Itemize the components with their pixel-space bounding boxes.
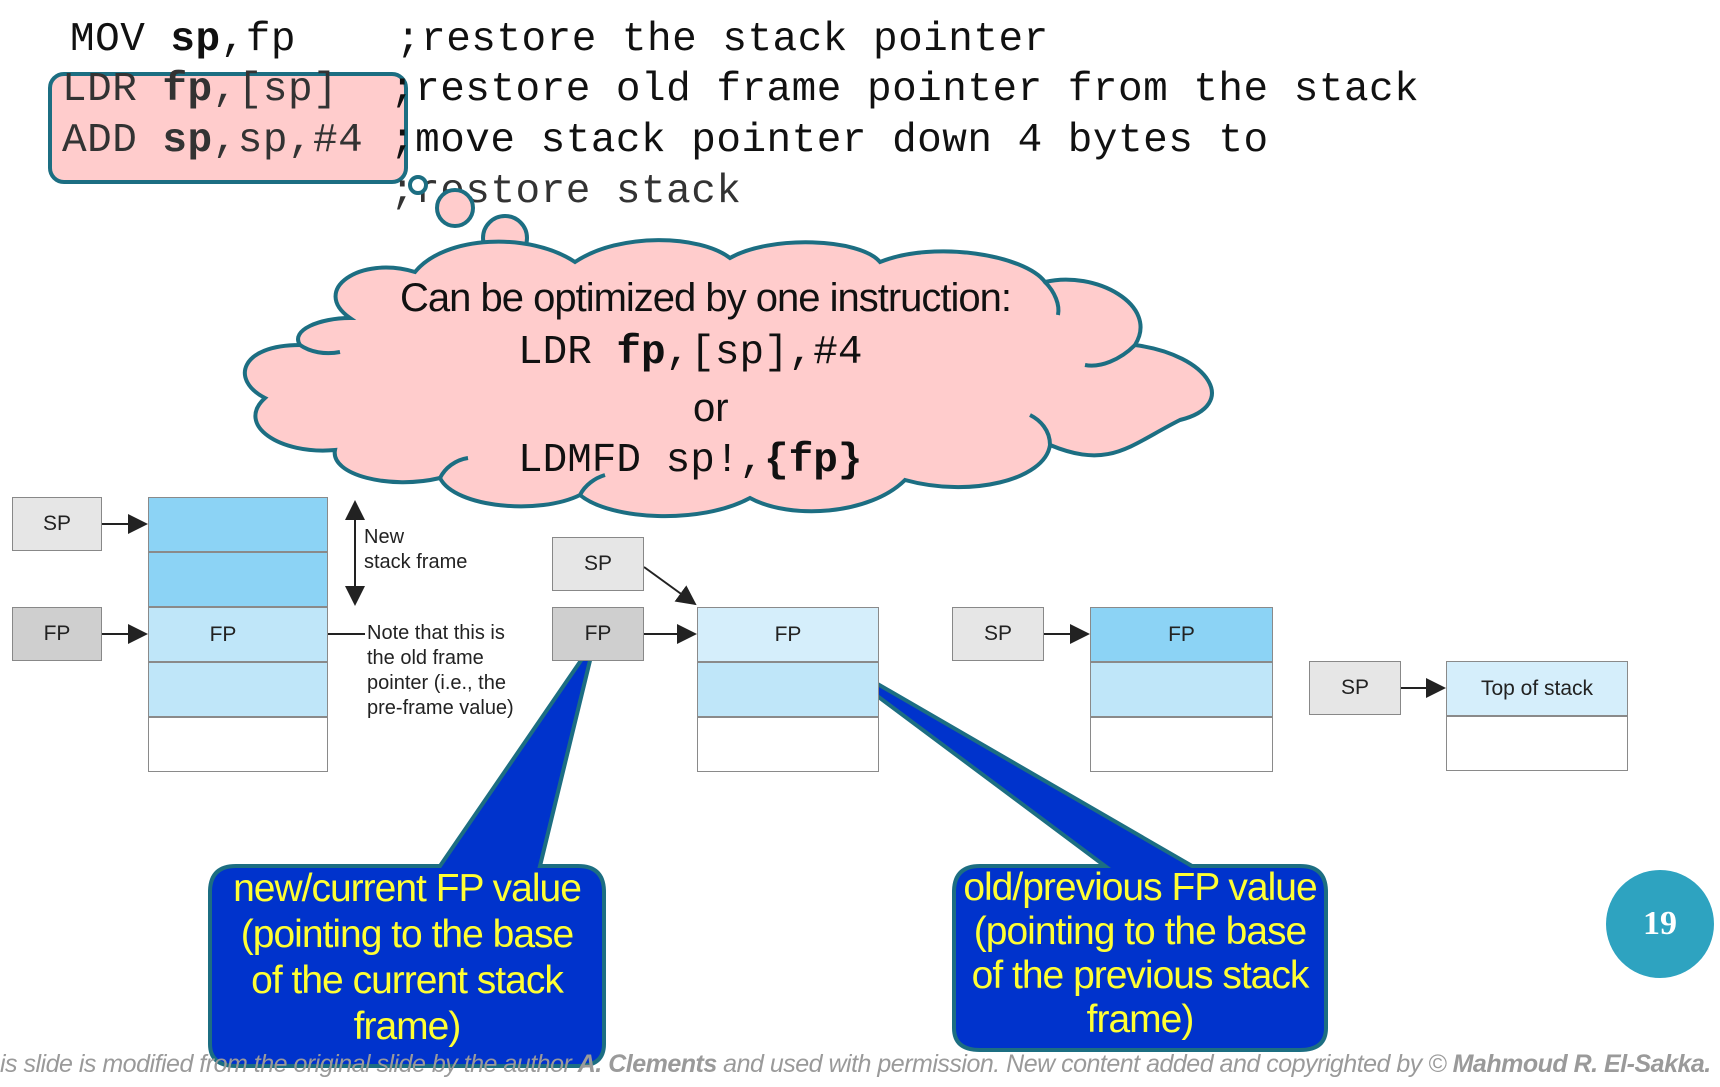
code-line-1: MOV sp,fp — [70, 17, 296, 63]
sp-register-3: SP — [952, 607, 1044, 661]
code-comment-1: ;restore the stack pointer — [396, 17, 1049, 63]
stack-cell — [1446, 716, 1628, 771]
stack-cell-fp: FP — [148, 607, 328, 662]
footer-credit: is slide is modified from the original s… — [0, 1050, 1711, 1078]
stack-cell — [148, 717, 328, 772]
old-fp-note: Note that this is the old frame pointer … — [367, 622, 514, 719]
cloud-shape — [243, 238, 1214, 519]
stack-cell-fp: FP — [697, 607, 879, 662]
stack-cell — [697, 717, 879, 772]
top-of-stack-cell: Top of stack — [1446, 661, 1628, 716]
stack-cell — [1090, 717, 1273, 772]
page-number-badge: 19 — [1606, 870, 1714, 978]
cloud-title: Can be optimized by one instruction: — [400, 276, 1012, 320]
stack-cell-fp: FP — [1090, 607, 1273, 662]
code-comment-2: ;restore old frame pointer from the stac… — [390, 67, 1420, 113]
callout-left-text: new/current FP value (pointing to the ba… — [233, 867, 582, 1048]
fp-register-1: FP — [12, 607, 102, 661]
sp-arrow-2 — [643, 566, 697, 606]
thought-bubble-small — [408, 175, 428, 195]
cloud-option-2: LDMFD sp!,{fp} — [518, 438, 863, 484]
stack-cell — [148, 552, 328, 607]
code-line-2: LDR fp,[sp] — [62, 67, 339, 113]
sp-register-4: SP — [1309, 661, 1401, 715]
sp-register-2: SP — [552, 537, 644, 591]
callout-left-shape — [208, 638, 606, 1068]
thought-bubble-medium — [435, 188, 475, 228]
stack-cell — [148, 497, 328, 552]
cloud-option-1: LDR fp,[sp],#4 — [518, 330, 863, 376]
stack-cell — [148, 662, 328, 717]
code-comment-3: ;move stack pointer down 4 bytes to — [390, 118, 1269, 164]
new-frame-label: New stack frame — [364, 526, 468, 573]
stack-cell — [1090, 662, 1273, 717]
callout-right-text: old/previous FP value (pointing to the b… — [963, 866, 1317, 1041]
cloud-or: or — [693, 386, 729, 430]
code-highlight-box — [48, 72, 408, 184]
fp-register-2: FP — [552, 607, 644, 661]
callout-right-shape — [803, 640, 1328, 1052]
code-line-3: ADD sp,sp,#4 — [62, 118, 364, 164]
stack-cell — [697, 662, 879, 717]
sp-register-1: SP — [12, 497, 102, 551]
